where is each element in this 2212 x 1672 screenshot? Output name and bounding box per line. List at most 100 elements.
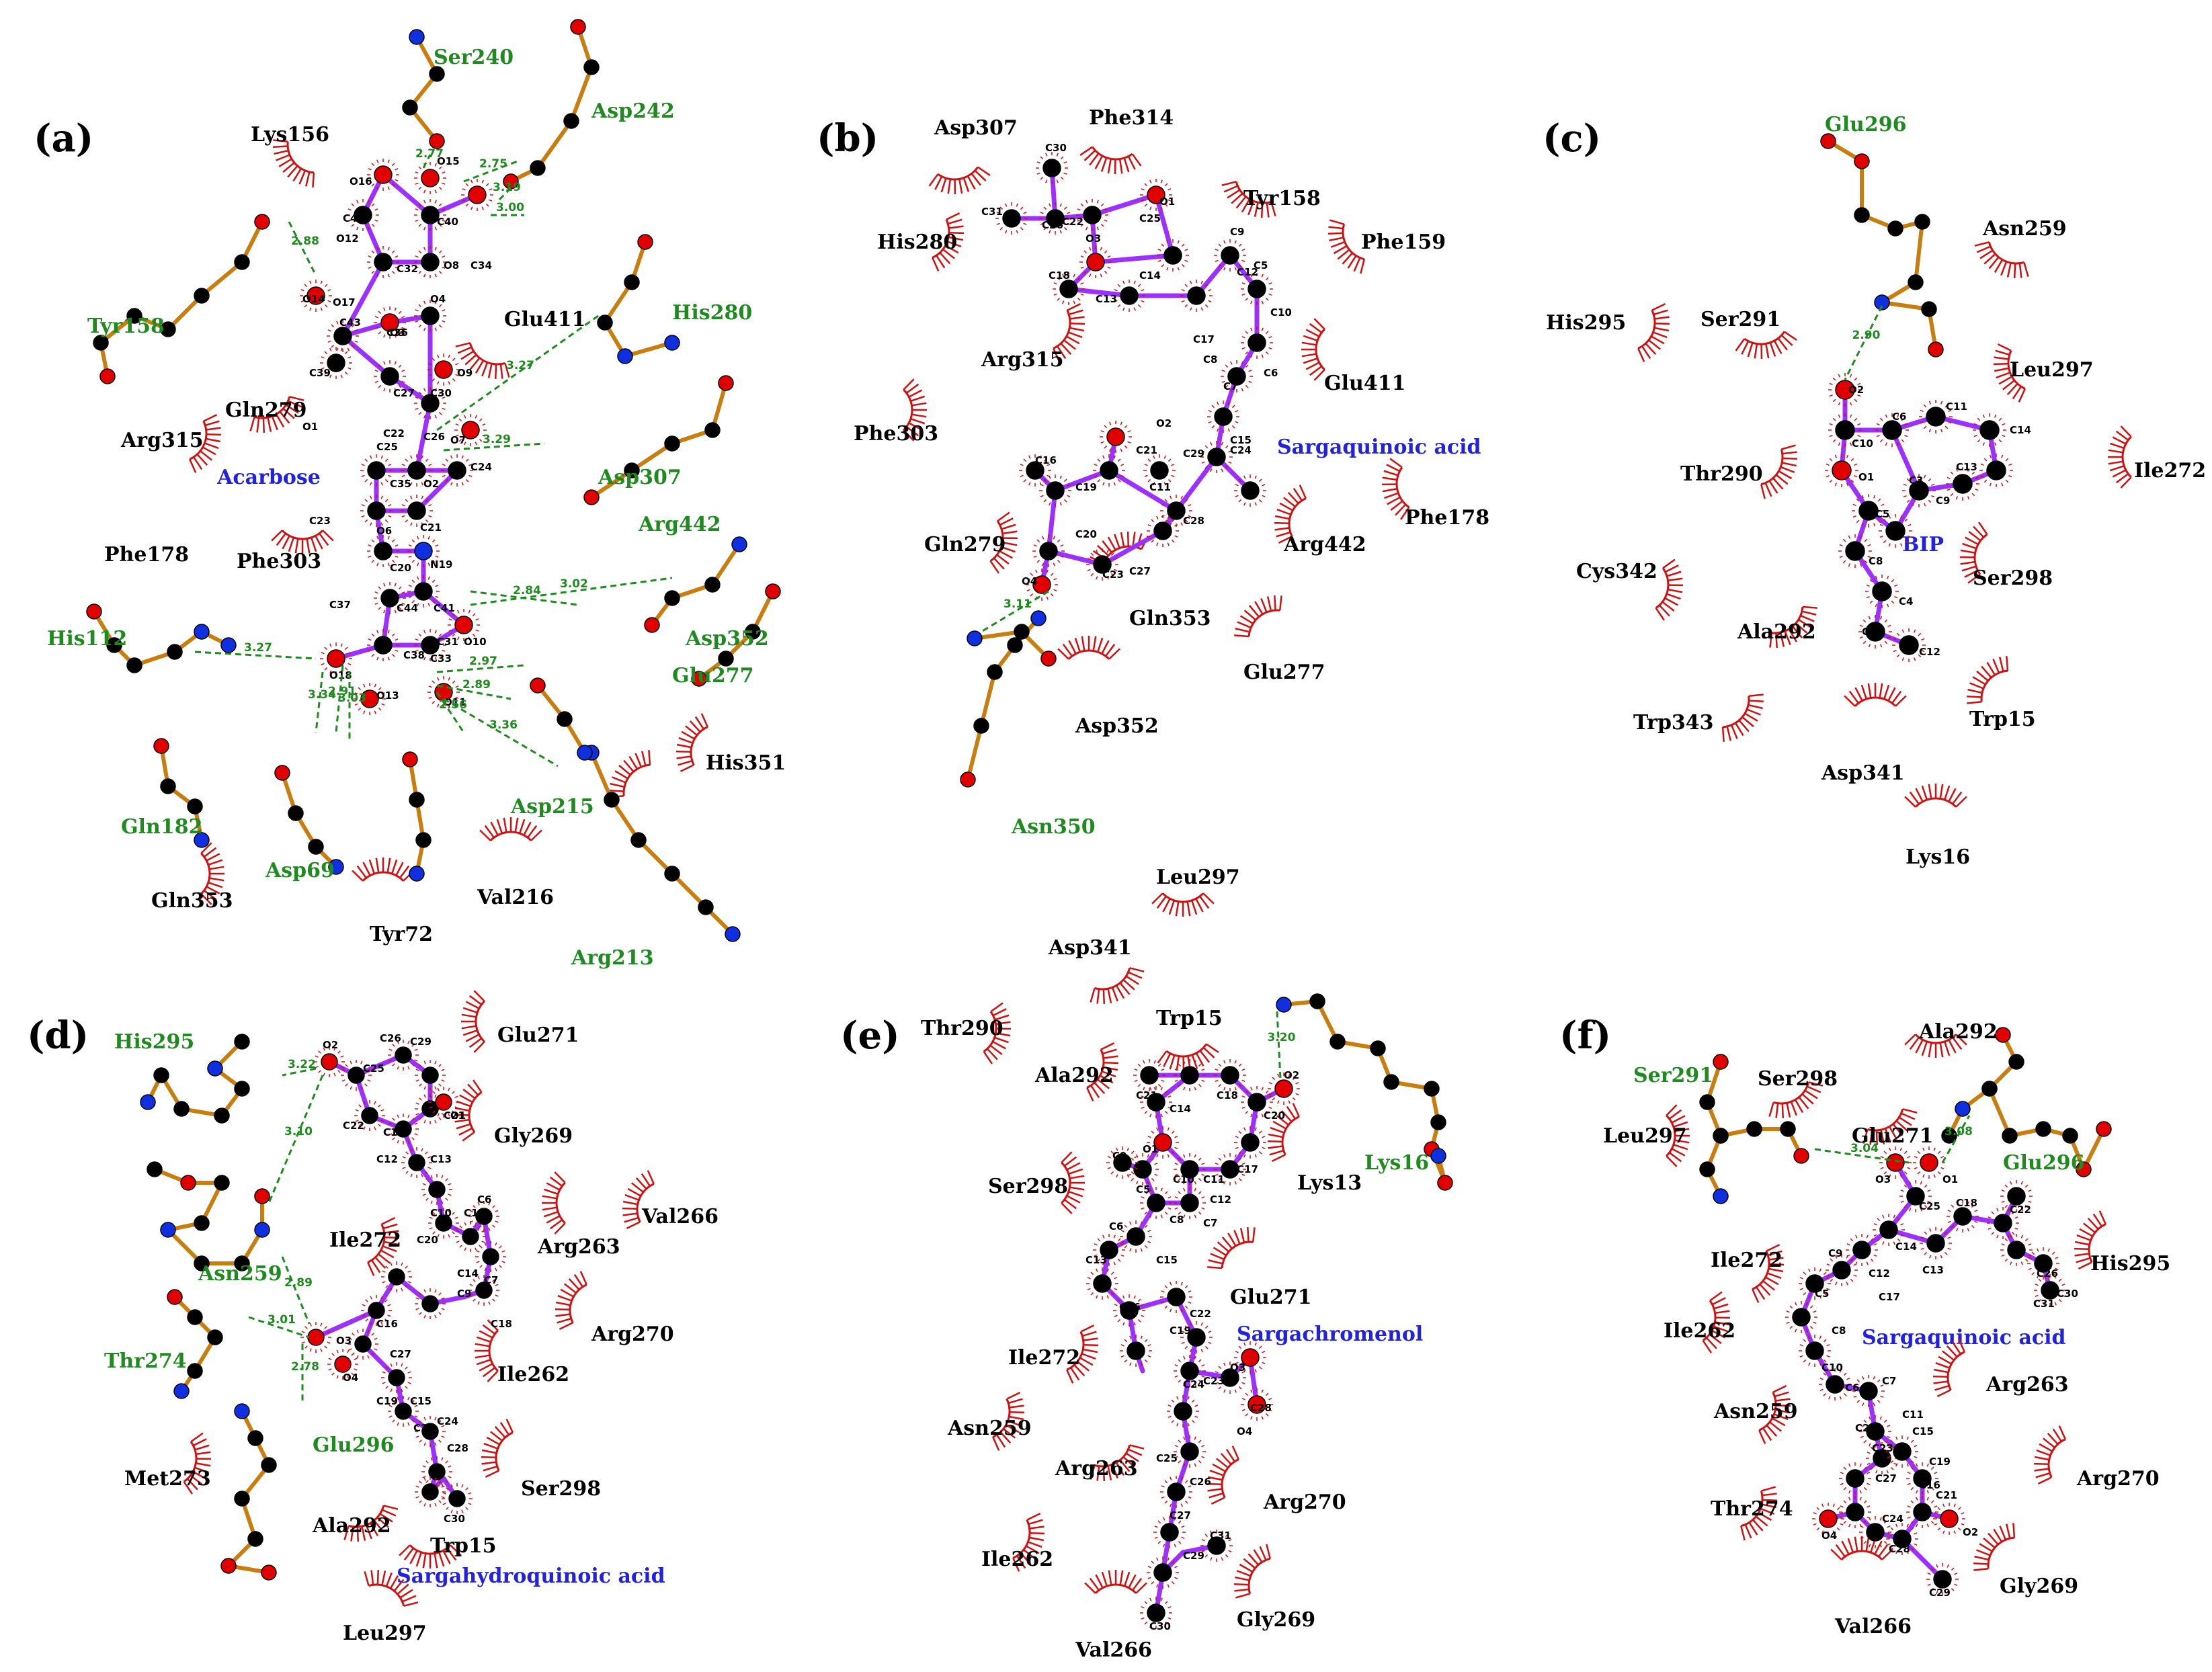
contact-tick xyxy=(1823,1292,1827,1296)
contact-tick xyxy=(1890,1466,1894,1470)
hydrophobic-spoke xyxy=(1748,704,1763,710)
contact-tick xyxy=(1129,1221,1132,1225)
oxygen-atom xyxy=(1147,185,1165,204)
hydrophobic-residue-label: Ser298 xyxy=(988,1175,1068,1198)
contact-tick xyxy=(2031,1251,2035,1255)
bond-line xyxy=(1093,253,1176,265)
contact-tick xyxy=(1020,474,1024,477)
contact-tick xyxy=(464,1247,466,1251)
oxygen-atom xyxy=(1793,1148,1809,1164)
contact-tick xyxy=(1036,161,1040,164)
hydrophobic-spoke xyxy=(1674,1128,1690,1132)
contact-tick xyxy=(423,226,426,231)
contact-tick xyxy=(347,1349,350,1353)
contact-tick xyxy=(1918,632,1922,636)
contact-tick xyxy=(1180,1308,1183,1312)
contact-tick xyxy=(1947,1247,1951,1250)
contact-tick xyxy=(1241,1398,1245,1401)
contact-tick xyxy=(419,1097,422,1101)
hydrophobic-spoke xyxy=(1800,614,1815,622)
hydrophobic-spoke xyxy=(1309,366,1323,376)
hydrophobic-spoke xyxy=(2120,476,2132,489)
hydrophobic-arc xyxy=(1161,892,1204,903)
hydrophobic-spoke xyxy=(312,172,315,187)
hbond-residue-label: Asp307 xyxy=(598,466,682,489)
atom-label: C20 xyxy=(390,562,411,574)
contact-tick xyxy=(1181,243,1185,247)
hydrophobic-residue-label: Glu411 xyxy=(1324,372,1405,395)
contact-tick xyxy=(1184,1305,1188,1309)
hydrophobic-spoke xyxy=(1935,1362,1950,1369)
contact-tick xyxy=(1131,1151,1135,1155)
contact-tick xyxy=(1867,1452,1871,1454)
contact-tick xyxy=(2001,1243,2005,1246)
contact-tick xyxy=(1813,1512,1817,1515)
contact-tick xyxy=(1907,1156,1911,1159)
hydrophobic-spoke xyxy=(374,1257,386,1269)
hydrophobic-residue-label: Ile272 xyxy=(2134,459,2206,483)
contact-tick xyxy=(2002,434,2006,437)
hydrophobic-spoke xyxy=(1270,1126,1284,1134)
contact-tick xyxy=(1947,1591,1949,1595)
contact-tick xyxy=(1904,423,1908,426)
contact-tick xyxy=(423,1503,426,1507)
hydrophobic-spoke xyxy=(1026,1545,1040,1554)
hydrophobic-spoke xyxy=(1648,339,1661,350)
nitrogen-atom xyxy=(140,1094,156,1110)
contact-tick xyxy=(364,1083,368,1087)
contact-tick xyxy=(1876,423,1880,426)
contact-tick xyxy=(1184,1345,1188,1349)
hydrophobic-residue-label: Lys13 xyxy=(1297,1171,1362,1195)
hydrophobic-spoke xyxy=(1944,785,1951,800)
oxygen-atom xyxy=(1247,1395,1266,1414)
contact-tick xyxy=(1210,1530,1213,1534)
contact-tick xyxy=(1050,593,1054,597)
carbon-atom xyxy=(402,99,418,116)
atom-label: C44 xyxy=(397,602,418,614)
hydrophobic-spoke xyxy=(1101,1571,1108,1587)
contact-tick xyxy=(450,455,453,459)
contact-tick xyxy=(1805,1302,1808,1306)
hydrophobic-spoke xyxy=(564,1283,577,1294)
carbon-atom xyxy=(1309,993,1325,1009)
contact-tick xyxy=(2007,1208,2010,1212)
contact-tick xyxy=(1183,1355,1186,1360)
hydrophobic-spoke xyxy=(200,450,212,461)
hydrophobic-arc xyxy=(254,396,291,419)
contact-tick xyxy=(401,370,405,372)
contact-tick xyxy=(1176,1396,1179,1400)
contact-tick xyxy=(1163,455,1166,459)
contact-tick xyxy=(1903,1204,1908,1208)
oxygen-atom xyxy=(429,133,445,149)
contact-tick xyxy=(388,1405,393,1407)
contact-tick xyxy=(1053,293,1057,296)
hydrophobic-spoke xyxy=(1952,1036,1963,1050)
hydrophobic-spoke xyxy=(1983,1537,1996,1548)
hydrophobic-spoke xyxy=(1276,508,1291,515)
hydrophobic-spoke xyxy=(1089,1577,1100,1591)
contact-tick xyxy=(1268,347,1272,349)
contact-tick xyxy=(1819,1378,1824,1380)
contact-tick xyxy=(1813,1523,1817,1525)
carbon-atom xyxy=(1866,1422,1885,1441)
atom-label: C7 xyxy=(484,1274,498,1286)
hydrophobic-spoke xyxy=(903,378,915,390)
contact-tick xyxy=(340,1055,344,1058)
carbon-atom xyxy=(1909,480,1929,501)
contact-tick xyxy=(1950,493,1954,497)
contact-tick xyxy=(2024,1258,2029,1262)
contact-tick xyxy=(1085,200,1088,204)
hydrophobic-arc xyxy=(2047,1438,2066,1478)
hydrophobic-spoke xyxy=(908,389,923,398)
contact-tick xyxy=(1889,1147,1891,1151)
contact-tick xyxy=(2028,1243,2032,1246)
hydrophobic-spoke xyxy=(503,817,507,833)
contact-tick xyxy=(1832,417,1836,421)
hydrophobic-spoke xyxy=(2109,442,2125,449)
contact-tick xyxy=(1077,297,1081,301)
panel-label: (b) xyxy=(817,116,878,161)
contact-tick xyxy=(1842,538,1846,542)
contact-tick xyxy=(374,219,378,222)
hydrophobic-spoke xyxy=(475,360,485,374)
contact-tick xyxy=(411,579,415,583)
